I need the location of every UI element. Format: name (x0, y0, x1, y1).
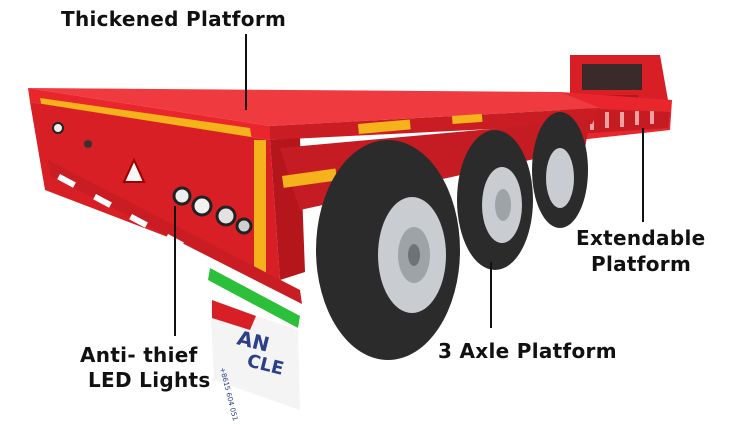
label-anti-thief-line1: Anti- thief (80, 343, 198, 367)
label-thickened-platform: Thickened Platform (61, 7, 287, 31)
mud-flap: AN CLE +8615 604 051 054 (210, 300, 300, 425)
gooseneck (570, 55, 668, 103)
axle-wheels (316, 112, 588, 360)
callout-lines (174, 34, 644, 336)
anti-thief-led-lights (52, 122, 253, 235)
label-extendable-line2: Platform (591, 252, 692, 276)
label-anti-thief-line2: LED Lights (88, 368, 211, 392)
label-3-axle-platform: 3 Axle Platform (438, 339, 617, 363)
label-extendable-line1: Extendable (576, 226, 706, 250)
